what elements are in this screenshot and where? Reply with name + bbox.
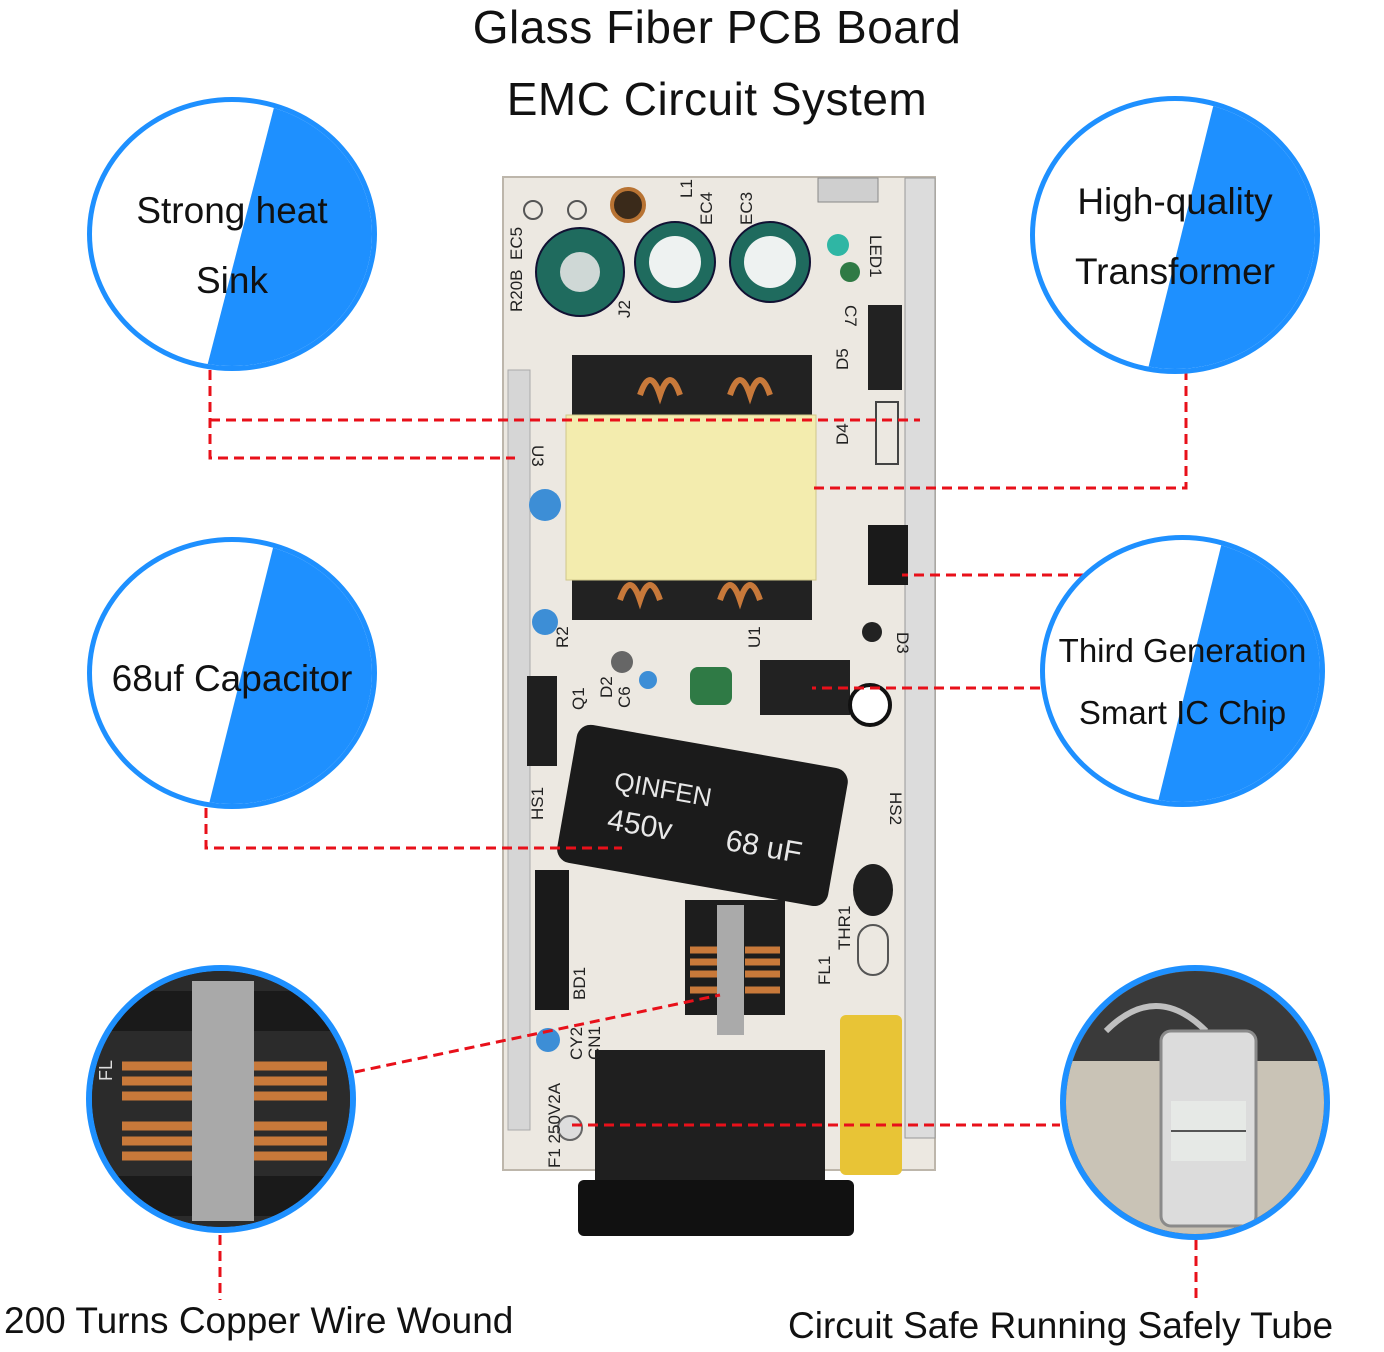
feature-bubble-capacitor: 68uf Capacitor [87, 537, 377, 809]
power-socket [595, 1050, 825, 1180]
diode-d5 [868, 305, 902, 390]
thermistor [853, 864, 893, 916]
feature-bubble-transformer: High-quality Transformer [1030, 96, 1320, 374]
mark-c6: C6 [615, 686, 634, 708]
transistor-q1 [527, 676, 557, 766]
bridge-rectifier [535, 870, 569, 1010]
power-socket-flange [578, 1180, 854, 1236]
mark-c7: C7 [841, 305, 860, 327]
diode-d4 [875, 401, 899, 465]
mark-r2: R2 [553, 626, 572, 648]
capacitor-film [690, 667, 732, 705]
title-line-2: EMC Circuit System [506, 73, 928, 125]
mark-ec4: EC4 [697, 192, 716, 225]
leader-transformer [808, 370, 1188, 490]
mark-fl1: FL1 [815, 956, 834, 985]
feature-bubble-heat-sink: Strong heat Sink [87, 97, 377, 371]
mark-ec3: EC3 [737, 192, 756, 225]
leader-heat-sink [208, 370, 920, 460]
leader-capacitor [204, 808, 622, 850]
mark-thr1: THR1 [835, 906, 854, 950]
mark-d3: D3 [893, 632, 912, 654]
x-capacitor [840, 1015, 902, 1175]
led-1 [827, 234, 849, 256]
feature-label-capacitor: 68uf Capacitor [111, 658, 353, 699]
transformer-top-core [572, 355, 812, 417]
feature-label-transformer-1: High-quality [1077, 181, 1273, 222]
bulk-capacitor: QINFEN 450v 68 uF [557, 724, 848, 907]
mark-l1: L1 [677, 179, 696, 198]
y-capacitor [529, 489, 561, 521]
mark-r20b: R20B [507, 269, 526, 312]
leader-copper-wire [354, 993, 721, 1074]
mark-u3: U3 [528, 445, 547, 467]
mark-d2: D2 [597, 676, 616, 698]
feature-label-heat-sink-2: Sink [196, 260, 268, 301]
feature-label-ic-chip-2: Smart IC Chip [1078, 694, 1287, 731]
mark-cn1: CN1 [585, 1026, 604, 1060]
transformer-tape [565, 414, 817, 581]
feature-bubble-ic-chip: Third Generation Smart IC Chip [1040, 535, 1325, 807]
mark-u1: U1 [745, 626, 764, 648]
title-line-1: Glass Fiber PCB Board [472, 1, 962, 53]
closeup-fl-mark: FL [96, 1060, 116, 1081]
coil-clip [192, 981, 254, 1221]
mark-bd1: BD1 [570, 967, 589, 1000]
capacitor-c7 [840, 262, 860, 282]
mark-hs2: HS2 [886, 792, 905, 825]
copper-coil-closeup: FL [86, 965, 356, 1233]
mark-cy2: CY2 [567, 1027, 586, 1060]
choke-clip [717, 905, 744, 1035]
fuse-f1 [557, 1115, 583, 1141]
fuse-closeup [1060, 965, 1330, 1240]
copper-windings [122, 1061, 327, 1161]
inductor-l1 [610, 187, 646, 223]
feature-label-ic-chip-1: Third Generation [1058, 632, 1307, 669]
mark-ec5: EC5 [507, 227, 526, 260]
mark-d5: D5 [833, 348, 852, 370]
mark-hs1: HS1 [528, 787, 547, 820]
ic-chip-u1 [760, 660, 850, 715]
heat-sink-tab [817, 177, 879, 203]
right-heat-sink [904, 177, 936, 1139]
mark-f1: F1 250V2A [545, 1082, 564, 1168]
feature-label-heat-sink-1: Strong heat [136, 190, 328, 231]
mark-j2: J2 [615, 300, 634, 318]
optocoupler [868, 525, 908, 585]
mark-d4: D4 [833, 423, 852, 445]
caption-copper-wire: 200 Turns Copper Wire Wound [4, 1300, 514, 1341]
caption-fuse-tube: Circuit Safe Running Safely Tube [788, 1305, 1334, 1346]
capacitor-small [848, 683, 892, 727]
mark-led1: LED1 [866, 235, 885, 278]
feature-label-transformer-2: Transformer [1074, 251, 1276, 292]
mark-q1: Q1 [569, 687, 588, 710]
